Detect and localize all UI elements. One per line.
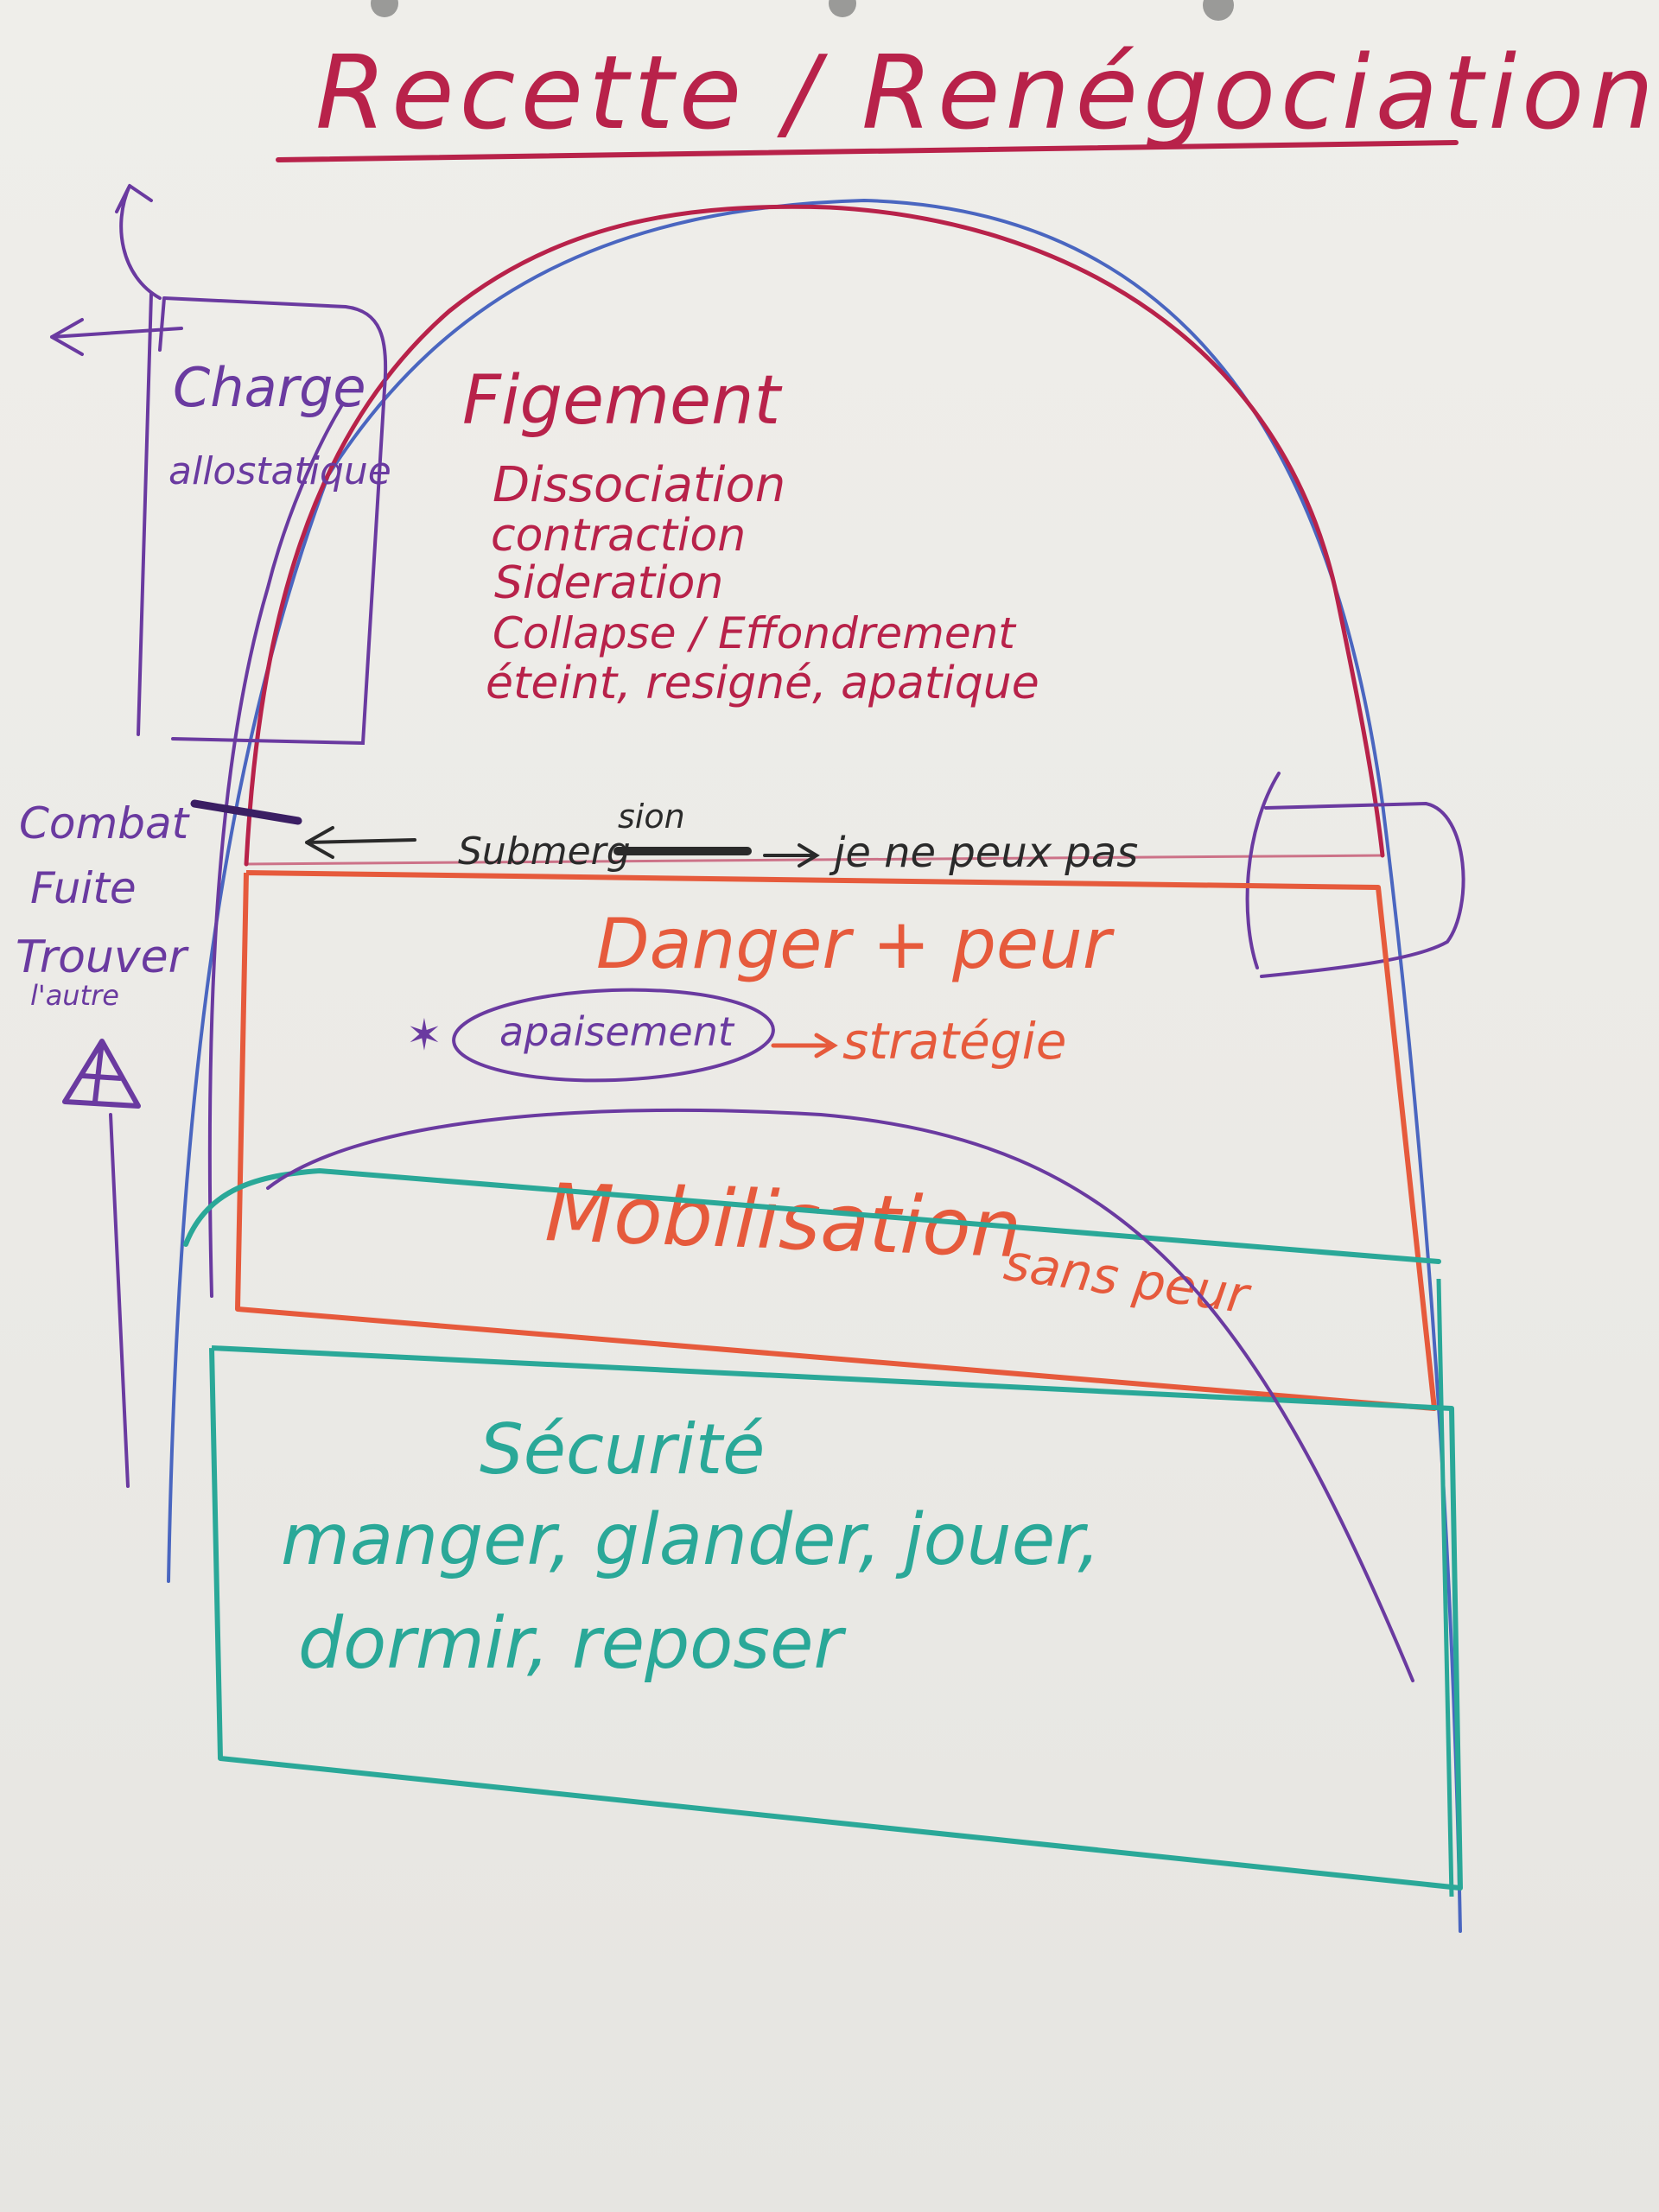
threshold-left-arrow [305, 826, 416, 859]
figement-item-1: Dissociation [493, 457, 785, 513]
triangle-icon [62, 1039, 141, 1109]
figement-item-4: Collapse / Effondrement [493, 608, 1017, 658]
figement-item-3: Sideration [494, 557, 723, 609]
strategie-label: stratégie [842, 1012, 1066, 1071]
securite-heading: Sécurité [480, 1409, 765, 1490]
binder-rings [371, 0, 1234, 21]
submersion-correction: sion [618, 798, 685, 836]
charge-label: Charge [173, 356, 366, 419]
arch-outline-blue [167, 198, 1462, 1933]
figement-item-2: contraction [491, 510, 746, 562]
threshold-dark-mark [190, 799, 302, 825]
je-ne-peux-pas: je ne peux pas [829, 829, 1138, 877]
allostatique-label: allostatique [168, 449, 391, 493]
safety-line-1: manger, glander, jouer, [281, 1499, 1100, 1581]
apaisement-ellipse [452, 988, 775, 1083]
figement-heading: Figement [462, 362, 782, 440]
safety-zone-right-edge [1436, 1278, 1454, 1897]
danger-heading: Danger + peur [596, 904, 1116, 984]
fuite-label: Fuite [30, 863, 137, 913]
apaisement-arrow [771, 1033, 838, 1058]
sans-peur-label-bound: sans peur [1001, 1233, 1255, 1325]
safety-zone-box [209, 1345, 1463, 1891]
left-box-curl-arrow [115, 184, 162, 300]
apaisement-scribble-icon: ✶ [406, 1010, 442, 1060]
title-underline [276, 140, 1459, 162]
submersion-struck-word: Submerg [458, 830, 631, 874]
right-loop-box [1245, 772, 1465, 978]
figement-item-5: éteint, resigné, apatique [486, 658, 1039, 709]
apaisement-label: apaisement [499, 1008, 735, 1055]
left-upward-arrow-line [109, 1113, 130, 1488]
combat-label: Combat [19, 798, 191, 849]
threshold-right-arrow [763, 843, 820, 868]
trouver-label: Trouver [16, 931, 190, 983]
safety-zone-upper-line [183, 1167, 1441, 1264]
left-box-pointer-arrow [50, 296, 183, 356]
title: Recette / Renégociation [315, 33, 1659, 152]
purple-crossing-curve [266, 1108, 1414, 1682]
arch-left-purple [207, 404, 343, 1298]
arch-outline-crimson [244, 204, 1385, 867]
lautre-label: l'autre [30, 979, 119, 1012]
left-box-outline [137, 292, 388, 746]
safety-line-2: dormir, reposer [298, 1603, 846, 1685]
threshold-crimson-line [245, 854, 1383, 866]
